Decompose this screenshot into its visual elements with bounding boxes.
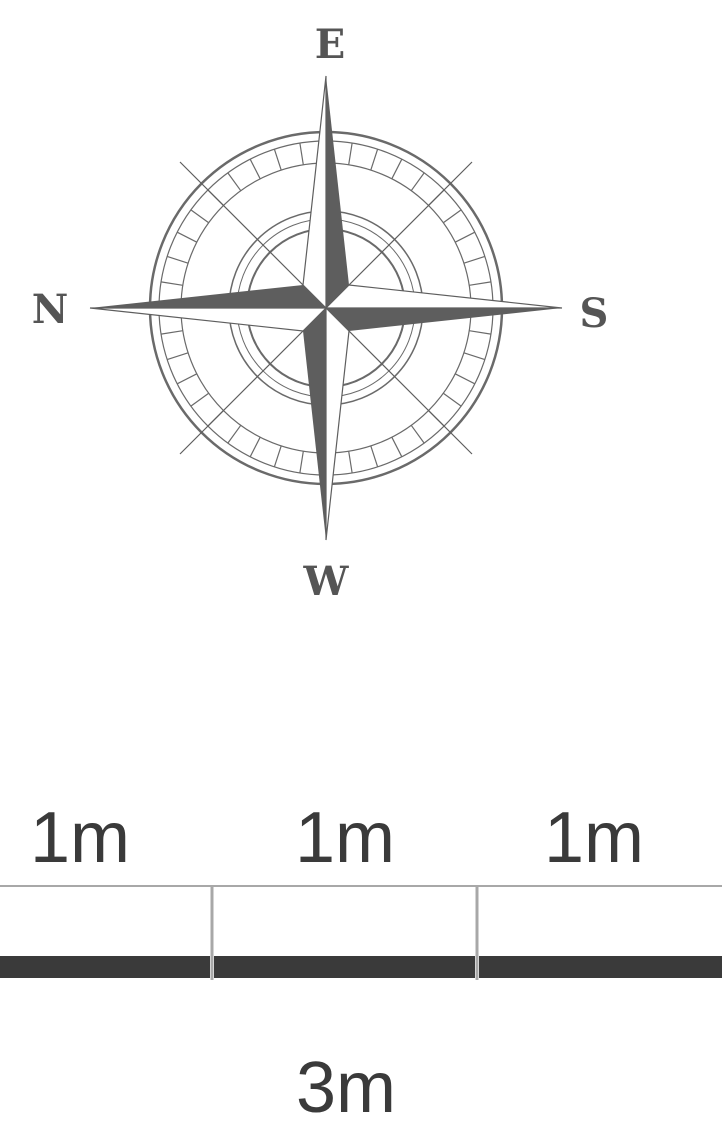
- compass-tick: [300, 451, 303, 473]
- compass-tick: [167, 353, 188, 360]
- compass-label-east: E: [315, 21, 346, 68]
- compass-tick: [250, 437, 260, 457]
- compass-tick: [455, 374, 475, 384]
- compass-tick: [228, 173, 241, 191]
- compass-tick: [464, 353, 485, 360]
- compass-tick: [349, 143, 352, 165]
- compass-rose: E N S W: [32, 21, 609, 605]
- scale-total-label: 3m: [296, 1048, 396, 1125]
- scale-segment-label: 1m: [30, 798, 130, 878]
- compass-label-north: N: [32, 286, 69, 333]
- compass-tick: [349, 451, 352, 473]
- compass-tick: [469, 331, 491, 334]
- compass-tick: [161, 282, 183, 285]
- compass-tick: [464, 256, 485, 263]
- compass-tick: [300, 143, 303, 165]
- compass-tick: [191, 210, 209, 223]
- compass-tick: [469, 282, 491, 285]
- compass-tick: [392, 437, 402, 457]
- compass-tick: [443, 393, 461, 406]
- compass-tick: [274, 149, 281, 170]
- compass-tick: [177, 374, 197, 384]
- compass-tick: [161, 331, 183, 334]
- compass-tick: [443, 210, 461, 223]
- compass-tick: [371, 149, 378, 170]
- compass-tick: [167, 256, 188, 263]
- scale-segment-label: 1m: [295, 798, 395, 878]
- compass-tick: [392, 159, 402, 179]
- cardinal-points: [90, 76, 562, 540]
- compass-tick: [411, 425, 424, 443]
- scale-bar: 1m 1m 1m 3m: [0, 798, 722, 1125]
- scale-segment-label: 1m: [544, 798, 644, 878]
- compass-label-south: S: [580, 290, 609, 337]
- scale-bar-segment: [479, 956, 722, 978]
- compass-label-west: W: [303, 558, 350, 605]
- compass-tick: [274, 446, 281, 467]
- compass-tick: [411, 173, 424, 191]
- compass-tick: [191, 393, 209, 406]
- compass-tick: [250, 159, 260, 179]
- compass-tick: [371, 446, 378, 467]
- compass-tick: [228, 425, 241, 443]
- scale-bar-segment: [0, 956, 210, 978]
- scale-bar-segment: [214, 956, 475, 978]
- compass-tick: [177, 232, 197, 242]
- compass-tick: [455, 232, 475, 242]
